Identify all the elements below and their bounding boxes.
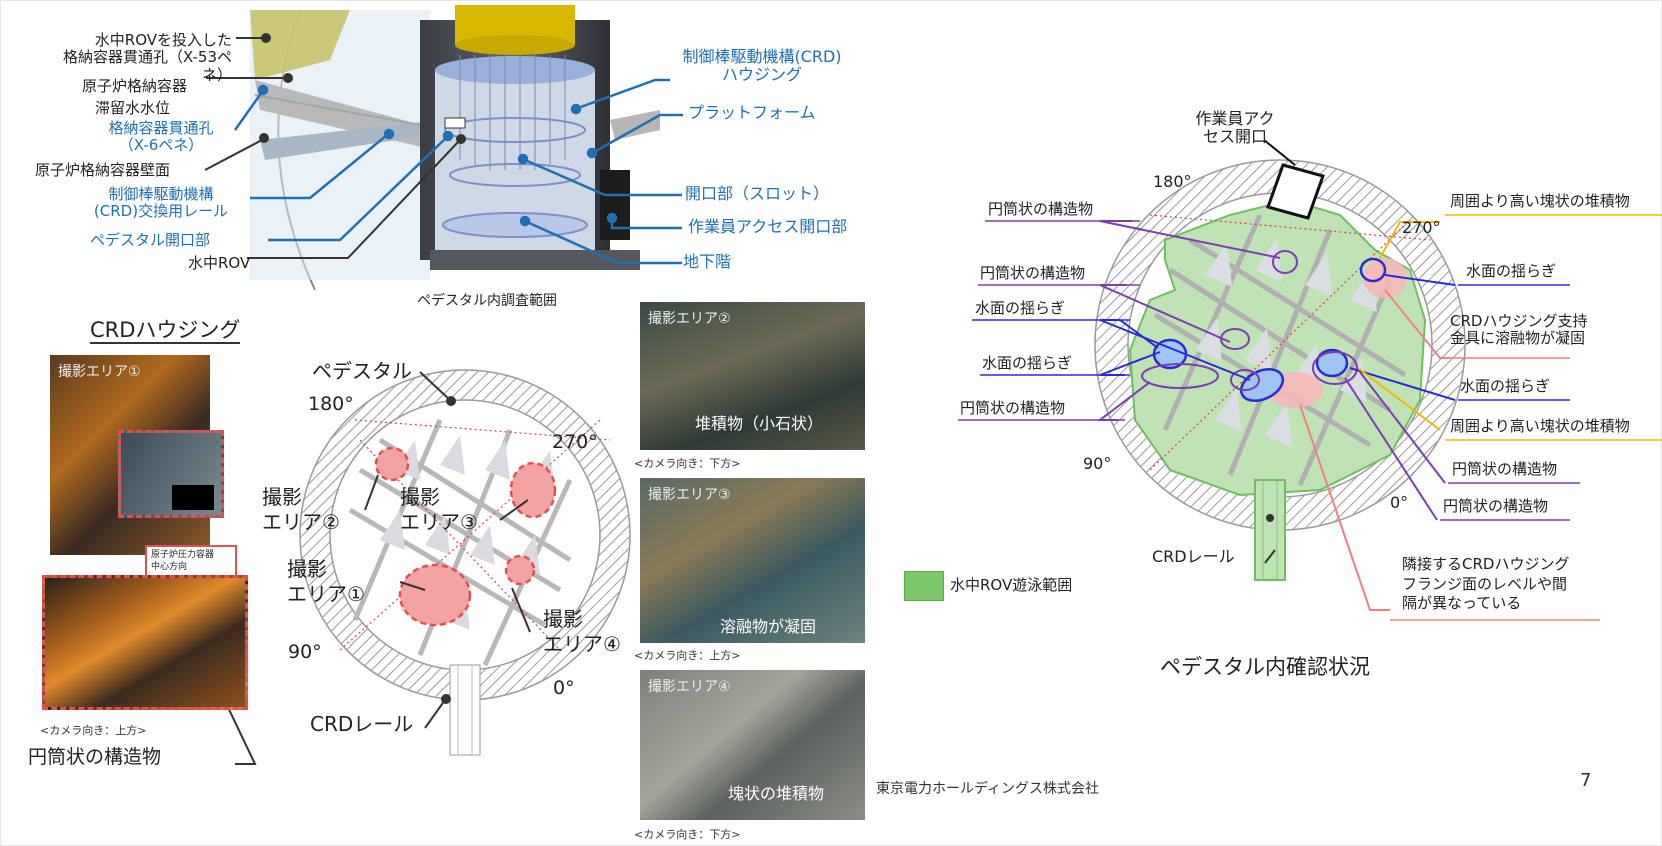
label-right-cylinder-4: 円筒状の構造物 [1452, 460, 1558, 478]
top-left-leaders [204, 33, 466, 259]
label-area1: 撮影 エリア① [287, 557, 365, 606]
label-ripple-mid-right: 水面の揺らぎ [1460, 377, 1551, 395]
caption-area4: <カメラ向き：下方> [634, 828, 741, 841]
photo-area2-title: 撮影エリア② [648, 311, 731, 327]
label-flange: 隣接するCRDハウジング フランジ面のレベルや間 隔が異なっている [1402, 555, 1570, 612]
label-area2: 撮影 エリア② [262, 485, 340, 534]
photo-area1-title: 撮影エリア① [58, 364, 141, 380]
label-right-cylinder-5: 円筒状の構造物 [1443, 497, 1549, 515]
photo-area4-title: 撮影エリア④ [648, 679, 731, 695]
label-crd-rail-exchange: 制御棒駆動機構 (CRD)交換用レール [93, 185, 229, 221]
label-270-right: 270° [1402, 218, 1441, 237]
caption-area2: <カメラ向き：下方> [634, 457, 741, 470]
label-worker-access-right: 作業員アク セス開口 [1195, 109, 1275, 147]
label-right-ripple-2: 水面の揺らぎ [982, 354, 1073, 372]
label-high-deposit-top: 周囲より高い塊状の堆積物 [1450, 192, 1630, 210]
right-label-underlines [958, 214, 1662, 621]
photo-area2-label: 堆積物（小石状） [695, 414, 824, 433]
top-right-blue-leaders [517, 78, 683, 265]
label-crd-rail-right: CRDレール [1152, 547, 1235, 566]
page-number: 7 [1580, 770, 1592, 791]
label-pedestal: ペデスタル [312, 359, 412, 383]
label-high-deposit-mid: 周囲より高い塊状の堆積物 [1450, 417, 1630, 435]
photo-area3-title: 撮影エリア③ [648, 487, 731, 503]
caption-area1: <カメラ向き：上方> [40, 724, 147, 737]
label-crd-housing-top: 制御棒駆動機構(CRD) ハウジング [682, 47, 842, 85]
left-pedestal-diagram [299, 369, 631, 756]
label-platform: プラットフォーム [688, 103, 816, 122]
label-slot: 開口部（スロット） [685, 184, 830, 203]
photo-area4-label: 塊状の堆積物 [728, 784, 825, 803]
label-pcv: 原子炉格納容器 [82, 77, 188, 95]
photo-area1-mask [172, 485, 214, 510]
label-water-level: 滞留水水位 [95, 99, 171, 117]
label-basement: 地下階 [683, 252, 732, 271]
label-right-ripple-1: 水面の揺らぎ [975, 299, 1066, 317]
label-underwater-rov: 水中ROV [188, 254, 251, 272]
photo-area3: 撮影エリア③ 溶融物が凝固 [640, 478, 865, 643]
label-right-cylinder-3: 円筒状の構造物 [960, 399, 1066, 417]
label-area3: 撮影 エリア③ [400, 485, 478, 534]
label-worker-access: 作業員アクセス開口部 [688, 217, 848, 236]
photo-area3-label: 溶融物が凝固 [720, 617, 817, 636]
label-x6-pene: 格納容器貫通孔 （X-6ペネ） [108, 119, 214, 155]
rpv-direction-arrow: 原子炉圧力容器 中心方向 [145, 545, 237, 577]
label-180-right: 180° [1153, 172, 1192, 191]
label-crd-support: CRDハウジング支持 金具に溶融物が凝固 [1450, 312, 1588, 348]
label-270-left: 270° [552, 431, 598, 453]
top-left-blue-leaders [233, 84, 454, 242]
label-0-left: 0° [553, 677, 575, 699]
label-crd-rail-left: CRDレール [310, 712, 414, 736]
photo-area2: 撮影エリア② 堆積物（小石状） [640, 302, 865, 450]
crd-housing-title: CRDハウジング [90, 318, 241, 342]
label-rov-entry-pene: 水中ROVを投入した 格納容器貫通孔（X-53ペネ） [62, 31, 232, 84]
photo-area4: 撮影エリア④ 塊状の堆積物 [640, 670, 865, 820]
legend-rov-area-swatch [904, 571, 944, 601]
label-area4: 撮影 エリア④ [543, 607, 621, 656]
label-pedestal-opening: ペデスタル開口部 [90, 231, 211, 249]
photo-area1-lower [42, 575, 248, 710]
top-caption: ペデスタル内調査範囲 [417, 293, 557, 309]
footer-company: 東京電力ホールディングス株式会社 [876, 781, 1100, 797]
label-90-right: 90° [1083, 454, 1112, 473]
right-title: ペデスタル内確認状況 [1160, 655, 1370, 679]
label-90-left: 90° [288, 641, 322, 663]
label-pcv-wall: 原子炉格納容器壁面 [35, 161, 171, 179]
caption-area3: <カメラ向き：上方> [634, 649, 741, 662]
legend-rov-area-label: 水中ROV遊泳範囲 [950, 576, 1073, 594]
label-cylinder-left: 円筒状の構造物 [28, 746, 162, 768]
label-ripple-top-right: 水面の揺らぎ [1466, 262, 1557, 280]
label-right-cylinder-2: 円筒状の構造物 [980, 264, 1086, 282]
label-0-right: 0° [1390, 493, 1409, 512]
top-schematic [250, 5, 660, 291]
right-pedestal-diagram [1094, 159, 1466, 581]
label-180-left: 180° [308, 393, 354, 415]
label-right-cylinder-1: 円筒状の構造物 [988, 200, 1094, 218]
